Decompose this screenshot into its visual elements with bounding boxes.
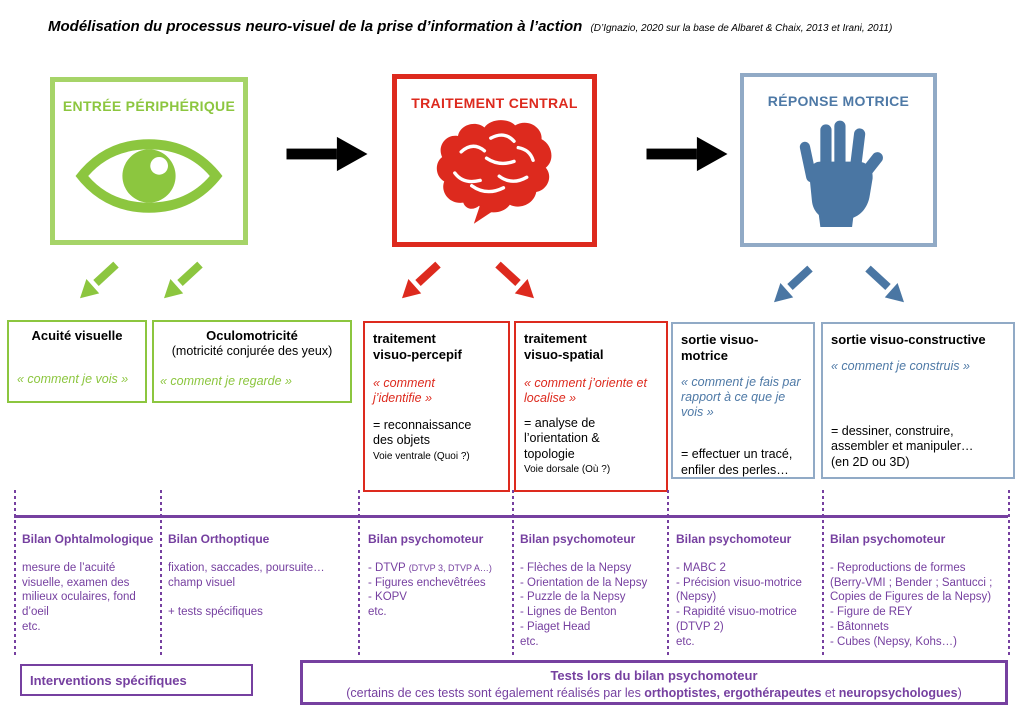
arrow-down-right-icon bbox=[490, 257, 538, 305]
eye-icon bbox=[55, 118, 243, 233]
bilan-body: - Flèches de la Nepsy - Orientation de l… bbox=[520, 561, 648, 649]
bilan-body: - Reproductions de formes (Berry-VMI ; B… bbox=[830, 561, 993, 649]
interventions-specifiques-box: Interventions spécifiques bbox=[20, 664, 253, 696]
box-title: Acuité visuelle bbox=[31, 328, 123, 343]
interventions-label: Interventions spécifiques bbox=[30, 672, 187, 688]
title-text: Modélisation du processus neuro-visuel d… bbox=[48, 18, 583, 35]
arrow-right-icon bbox=[643, 136, 731, 172]
box-desc: = reconnaissance des objets bbox=[373, 418, 472, 448]
box-traitement-visuo-percepif: traitement visuo-percepif « comment j’id… bbox=[363, 321, 510, 492]
box-desc: = analyse de l’orientation & topologie bbox=[524, 416, 600, 461]
box-quote: « comment je vois » bbox=[17, 371, 129, 386]
stage-label: RÉPONSE MOTRICE bbox=[767, 93, 910, 109]
bilan-body: mesure de l’acuité visuelle, examen des … bbox=[22, 561, 136, 634]
bilan-body: - Figures enchevêtrées - KOPV etc. bbox=[368, 576, 486, 619]
dashed-divider bbox=[14, 490, 16, 658]
box-quote: « comment je construis » bbox=[831, 358, 970, 373]
dashed-divider bbox=[512, 490, 514, 658]
dashed-divider bbox=[822, 490, 824, 658]
box-quote: « comment je fais par rapport à ce que j… bbox=[681, 374, 801, 420]
bilan-heading: Bilan Ophtalmologique bbox=[22, 532, 154, 546]
box-title: sortie visuo-motrice bbox=[681, 332, 759, 363]
bilan-heading: Bilan psychomoteur bbox=[520, 532, 636, 546]
box-title: sortie visuo-constructive bbox=[831, 332, 986, 347]
arrow-down-right-icon bbox=[860, 261, 908, 309]
box-acuite-visuelle: Acuité visuelle « comment je vois » bbox=[7, 320, 147, 403]
bilan-heading: Bilan psychomoteur bbox=[368, 532, 484, 546]
box-quote: « comment j’oriente et localise » bbox=[524, 375, 647, 405]
tests-bilan-psychomoteur-box: Tests lors du bilan psychomoteur (certai… bbox=[300, 660, 1008, 705]
stage-box-traitement-central: TRAITEMENT CENTRAL bbox=[392, 74, 597, 247]
bilan-heading: Bilan psychomoteur bbox=[676, 532, 792, 546]
box-title: traitement visuo-percepif bbox=[373, 331, 462, 362]
bilan-psychomoteur-motrice: Bilan psychomoteur - MABC 2 - Précision … bbox=[676, 532, 818, 650]
stage-label: TRAITEMENT CENTRAL bbox=[411, 95, 578, 111]
box-title: Oculomotricité bbox=[206, 328, 298, 343]
tests-professions-2: neuropsychologues bbox=[838, 685, 958, 700]
arrow-down-left-icon bbox=[770, 261, 818, 309]
arrow-down-left-icon bbox=[160, 257, 208, 305]
tests-mid: et bbox=[821, 685, 839, 700]
arrow-right-icon bbox=[283, 136, 371, 172]
box-sortie-visuo-motrice: sortie visuo-motrice « comment je fais p… bbox=[671, 322, 815, 479]
box-subtitle: (motricité conjurée des yeux) bbox=[171, 343, 333, 358]
brain-icon bbox=[397, 115, 592, 230]
arrow-down-left-icon bbox=[398, 257, 446, 305]
stage-label: ENTRÉE PÉRIPHÉRIQUE bbox=[62, 98, 236, 114]
bilan-psychomoteur-spatial: Bilan psychomoteur - Flèches de la Nepsy… bbox=[520, 532, 664, 650]
dashed-divider bbox=[160, 490, 162, 658]
dashed-divider bbox=[358, 490, 360, 658]
stage-box-entree-peripherique: ENTRÉE PÉRIPHÉRIQUE bbox=[50, 77, 248, 245]
box-desc: = dessiner, construire, assembler et man… bbox=[831, 424, 974, 469]
page-title: Modélisation du processus neuro-visuel d… bbox=[48, 18, 1008, 35]
bilan-psychomoteur-percepif: Bilan psychomoteur - DTVP (DTVP 3, DTVP … bbox=[368, 532, 508, 620]
bilan-ophtalmologique: Bilan Ophtalmologique mesure de l’acuité… bbox=[22, 532, 154, 635]
hand-icon bbox=[744, 113, 933, 228]
bilan-body: fixation, saccades, poursuite… champ vis… bbox=[168, 561, 325, 619]
box-note: Voie ventrale (Quoi ?) bbox=[373, 450, 470, 462]
box-traitement-visuo-spatial: traitement visuo-spatial « comment j’ori… bbox=[514, 321, 668, 492]
bilan-body: - MABC 2 - Précision visuo-motrice (Neps… bbox=[676, 561, 802, 649]
bilan-heading: Bilan Orthoptique bbox=[168, 532, 270, 546]
dtvp-main: - DTVP bbox=[368, 561, 409, 574]
box-sortie-visuo-constructive: sortie visuo-constructive « comment je c… bbox=[821, 322, 1015, 479]
tests-title: Tests lors du bilan psychomoteur bbox=[550, 668, 758, 683]
box-note: Voie dorsale (Où ?) bbox=[524, 463, 611, 475]
box-oculomotricite: Oculomotricité (motricité conjurée des y… bbox=[152, 320, 352, 403]
dashed-divider bbox=[1008, 490, 1010, 658]
bilan-orthoptique: Bilan Orthoptique fixation, saccades, po… bbox=[168, 532, 350, 620]
horizontal-rule bbox=[14, 515, 1008, 518]
bilan-item-dtvp: - DTVP (DTVP 3, DTVP A…) bbox=[368, 561, 508, 576]
title-citation: (D’Ignazio, 2020 sur la base de Albaret … bbox=[590, 23, 893, 34]
bilan-heading: Bilan psychomoteur bbox=[830, 532, 946, 546]
stage-box-reponse-motrice: RÉPONSE MOTRICE bbox=[740, 73, 937, 247]
dtvp-detail: (DTVP 3, DTVP A…) bbox=[408, 562, 492, 573]
arrow-down-left-icon bbox=[76, 257, 124, 305]
box-quote: « comment je regarde » bbox=[160, 374, 293, 389]
box-desc: = effectuer un tracé, enfiler des perles… bbox=[681, 447, 793, 477]
dashed-divider bbox=[667, 490, 669, 658]
tests-prefix: (certains de ces tests sont également ré… bbox=[346, 685, 645, 700]
box-quote: « comment j’identifie » bbox=[373, 375, 435, 405]
tests-suffix: ) bbox=[957, 685, 962, 700]
tests-subtitle: (certains de ces tests sont également ré… bbox=[303, 685, 1005, 702]
tests-professions-1: orthoptistes, ergothérapeutes bbox=[644, 685, 822, 700]
bilan-psychomoteur-constructive: Bilan psychomoteur - Reproductions de fo… bbox=[830, 532, 1006, 650]
box-title: traitement visuo-spatial bbox=[524, 331, 604, 362]
